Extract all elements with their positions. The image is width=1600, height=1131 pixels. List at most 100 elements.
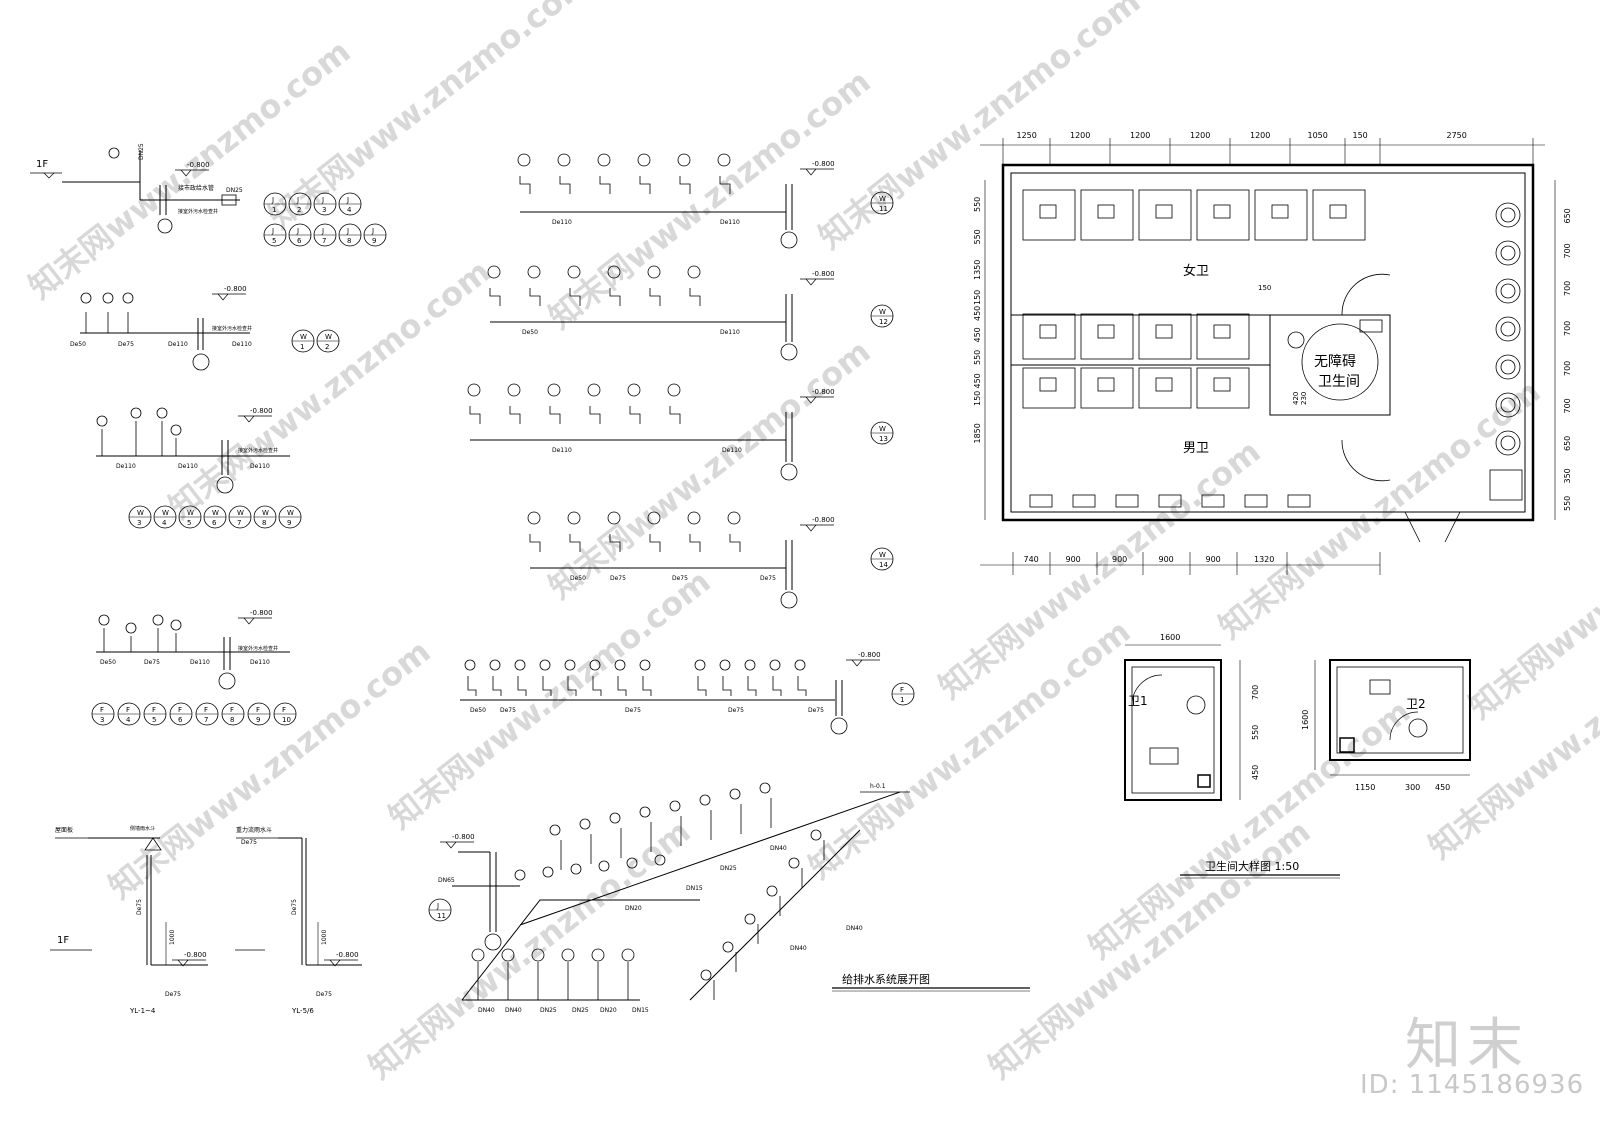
fixture-symbol — [170, 424, 182, 436]
fixture-symbol — [501, 948, 515, 962]
tag-number: 9 — [287, 519, 291, 527]
pipe-size-label: De75 — [500, 707, 516, 714]
tag-letter: W — [287, 509, 294, 517]
fixture-symbol — [80, 292, 92, 304]
stall — [1254, 189, 1308, 241]
stall — [1080, 189, 1134, 241]
fixture-symbol — [557, 153, 571, 167]
dim-left: 450 — [973, 306, 982, 321]
fixture-symbol — [567, 265, 581, 279]
level-triangle — [243, 415, 255, 423]
tag-number: 4 — [126, 716, 131, 724]
tag-letter: J — [271, 196, 274, 204]
fixture-symbol — [627, 383, 641, 397]
dim-left: 550 — [973, 229, 982, 244]
watermark-text: 知末网www.znzmo.com — [362, 812, 698, 1086]
fixture-symbol — [794, 659, 806, 671]
pipe-size-label: De50 — [522, 329, 538, 336]
yl-label: YL-1~4 — [129, 1007, 156, 1015]
dim-top: 1200 — [1190, 131, 1210, 140]
tag-number: 5 — [152, 716, 156, 724]
de50-label: De50 — [70, 341, 86, 348]
urinal — [1287, 494, 1311, 508]
wash-basin-inner — [1500, 359, 1516, 375]
watermark-text: 知末网www.znzmo.com — [162, 252, 498, 526]
fixture-symbol — [607, 265, 621, 279]
detail2-wall — [1329, 659, 1471, 761]
fixture-symbol — [156, 407, 168, 419]
plan-outer-wall — [1001, 163, 1535, 522]
level-text: -0.800 — [250, 609, 273, 617]
dim-bottom: 300 — [1405, 783, 1420, 792]
dim-bottom: 900 — [1066, 555, 1081, 564]
tag-number: 10 — [282, 716, 291, 724]
trap — [467, 676, 477, 696]
detail2-inner — [1336, 666, 1464, 754]
dim-right: 700 — [1563, 361, 1572, 376]
trap — [679, 176, 691, 194]
level-triangle — [217, 293, 229, 301]
stall — [1080, 313, 1134, 360]
level-text: h-0.1 — [870, 783, 886, 790]
level-triangle — [180, 169, 192, 177]
pipe-size-label: DN15 — [686, 885, 703, 892]
fixture-symbol — [699, 794, 711, 806]
level-triangle — [805, 396, 817, 404]
pipe-size-label: De110 — [552, 447, 572, 454]
tag-letter: J — [436, 902, 439, 910]
fixture-symbol — [722, 941, 734, 953]
fixture-symbol — [527, 511, 541, 525]
d2-basin — [1408, 718, 1428, 738]
level-triangle — [329, 959, 341, 967]
pipe-size-label: DN40 — [770, 845, 787, 852]
level-triangle — [177, 959, 189, 967]
room-label-t1: 卫1 — [1128, 694, 1148, 708]
room-label-accessible-2: 卫生间 — [1318, 374, 1360, 390]
watermark-text: 知末网www.znzmo.com — [262, 0, 598, 236]
stall — [1022, 367, 1076, 409]
stall — [1196, 367, 1250, 409]
note-sewer: 接室外污水检查井 — [238, 645, 278, 652]
stall — [1080, 367, 1134, 409]
fixture-symbol — [654, 854, 666, 866]
dim-top: 1200 — [1070, 131, 1090, 140]
trap — [549, 406, 561, 424]
toilet — [1213, 324, 1231, 339]
de110-label: De110 — [168, 341, 188, 348]
fixture-symbol — [542, 866, 554, 878]
tag-number: 4 — [347, 206, 352, 214]
fixture-symbol — [677, 153, 691, 167]
urinal — [1201, 494, 1225, 508]
stall — [1196, 313, 1250, 360]
de75-label: De75 — [144, 659, 160, 666]
dim-right: 650 — [1563, 208, 1572, 223]
fixture-symbol — [729, 788, 741, 800]
tag-letter: F — [126, 706, 130, 714]
tag-letter: J — [271, 227, 274, 235]
tag-letter: W — [212, 509, 219, 517]
dim-bottom: 450 — [1435, 783, 1450, 792]
wash-basin — [1495, 316, 1521, 342]
fixture-symbol — [96, 415, 108, 427]
wash-basin-inner — [1500, 397, 1516, 413]
fixture-symbol — [598, 860, 610, 872]
pipe-size-label: De110 — [720, 329, 740, 336]
outlet-circle — [192, 353, 210, 371]
pipe-size-label: De75 — [672, 575, 688, 582]
tag-number: 6 — [297, 237, 302, 245]
toilet — [1271, 204, 1289, 219]
pipe-size-label: DN15 — [632, 1007, 649, 1014]
outlet-circle — [218, 672, 236, 690]
fixture-symbol — [98, 614, 110, 626]
dim-top: 1200 — [1130, 131, 1150, 140]
fixture-symbol — [570, 863, 582, 875]
fixture-symbol — [564, 659, 576, 671]
fixture-symbol — [687, 265, 701, 279]
level-text: -0.800 — [336, 951, 359, 959]
tag-number: 6 — [178, 716, 183, 724]
pipe-size-label: DN20 — [625, 905, 642, 912]
watermark-text: 知末网www.znzmo.com — [982, 812, 1318, 1086]
tag-number: 11 — [437, 912, 446, 920]
stall — [1022, 313, 1076, 360]
